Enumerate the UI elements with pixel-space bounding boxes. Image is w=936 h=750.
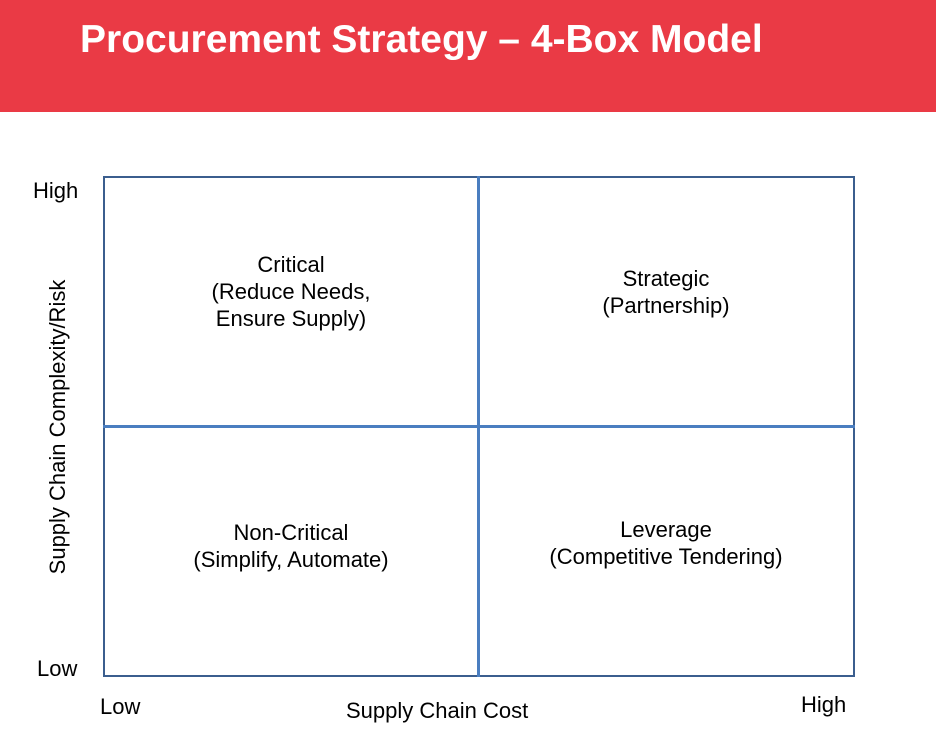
quadrant-desc: (Competitive Tendering) [549,544,783,569]
horizontal-divider [103,425,855,428]
y-axis-high: High [33,178,79,203]
quadrant-desc: (Partnership) [602,293,730,318]
quadrant-title: Critical [257,252,325,277]
quadrant-desc: (Simplify, Automate) [193,547,389,572]
quadrant-desc: (Reduce Needs, [211,279,371,304]
quadrant-non-critical: Non-Critical (Simplify, Automate) [106,519,476,573]
quadrant-desc: Ensure Supply) [215,306,367,331]
quadrant-title: Strategic [622,266,710,291]
quadrant-leverage: Leverage (Competitive Tendering) [481,516,851,570]
quadrant-strategic: Strategic (Partnership) [481,265,851,319]
x-axis-label: Supply Chain Cost [346,698,529,723]
x-axis-high: High [801,692,847,717]
quadrant-title: Leverage [620,517,712,542]
quadrant-critical: Critical (Reduce Needs, Ensure Supply) [106,251,476,332]
y-axis-low: Low [37,656,78,681]
x-axis-low: Low [100,694,141,719]
y-axis-label: Supply Chain Complexity/Risk [45,279,70,575]
title-banner: Procurement Strategy – 4-Box Model [0,0,936,112]
page-title: Procurement Strategy – 4-Box Model [80,18,763,61]
quadrant-title: Non-Critical [233,520,349,545]
